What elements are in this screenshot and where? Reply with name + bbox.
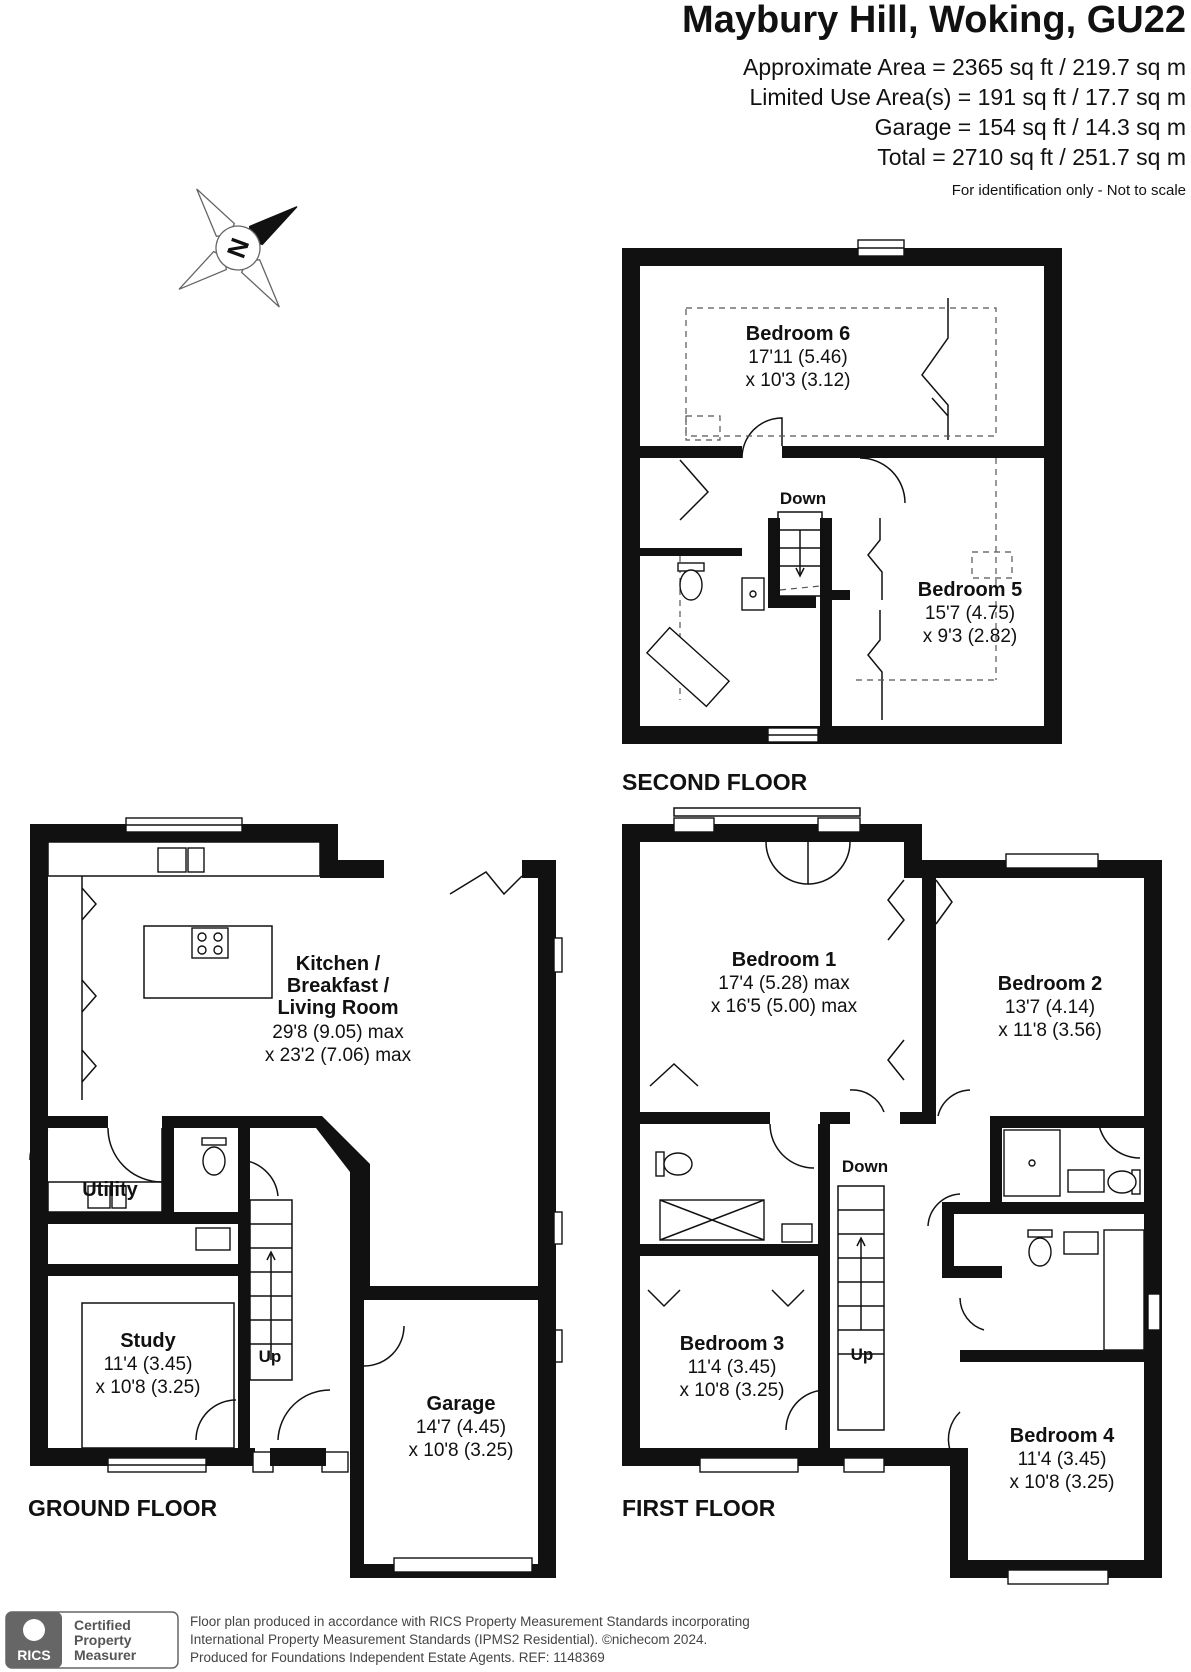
toilet-icon	[677, 562, 705, 601]
bedroom-1-width: x 16'5 (5.00) max	[711, 996, 858, 1017]
first-floor-stair-up-label: Up	[851, 1345, 874, 1364]
bedroom-5-width: x 9'3 (2.82)	[923, 626, 1017, 647]
kitchen-width: x 23'2 (7.06) max	[265, 1045, 412, 1066]
badge-line-1: Certified	[74, 1617, 131, 1633]
scale-note: For identification only - Not to scale	[952, 182, 1186, 199]
kitchen-label-line1: Kitchen /	[296, 953, 381, 975]
footer-line-3: Produced for Foundations Independent Est…	[190, 1650, 605, 1665]
basin-icon	[781, 1223, 813, 1243]
staircase	[249, 1199, 293, 1381]
first-floor-label: FIRST FLOOR	[622, 1495, 776, 1521]
window	[673, 817, 715, 833]
garage-area: Garage = 154 sq ft / 14.3 sq m	[875, 114, 1186, 140]
sink-icon	[157, 847, 187, 873]
study-length: 11'4 (3.45)	[104, 1354, 193, 1375]
study-width: x 10'8 (3.25)	[95, 1377, 200, 1398]
bedroom-6-label: Bedroom 6	[746, 323, 850, 345]
bath-icon	[1103, 1229, 1145, 1351]
kitchen-island	[143, 925, 273, 999]
window	[1005, 853, 1099, 869]
compass-icon: N	[178, 188, 298, 308]
sink-icon	[87, 1185, 111, 1209]
footer-line-2: International Property Measurement Stand…	[190, 1632, 707, 1647]
garage-label: Garage	[427, 1393, 496, 1415]
badge-line-2: Property	[74, 1632, 132, 1648]
bedroom-3-label: Bedroom 3	[680, 1333, 784, 1355]
rics-logo-text: RICS	[17, 1647, 50, 1663]
footer: RICS Certified Property Measurer Floor p…	[5, 1611, 750, 1669]
first-floor-stair-down-label: Down	[842, 1157, 888, 1176]
garage-width: x 10'8 (3.25)	[408, 1440, 513, 1461]
first-floor-plan: Bedroom 1 17'4 (5.28) max x 16'5 (5.00) …	[622, 807, 1162, 1585]
window	[699, 1457, 799, 1473]
ground-floor-plan: Kitchen / Breakfast / Living Room 29'8 (…	[28, 817, 563, 1578]
bedroom-2-width: x 11'8 (3.56)	[998, 1020, 1102, 1041]
toilet-icon	[1107, 1169, 1141, 1195]
toilet-icon	[201, 1137, 227, 1176]
toilet-icon	[1027, 1229, 1053, 1267]
second-floor-stair-down-label: Down	[780, 489, 826, 508]
study-label: Study	[120, 1330, 176, 1352]
basin-icon	[1067, 1169, 1105, 1193]
ground-floor-stair-up-label: Up	[259, 1347, 282, 1366]
bedroom-2-label: Bedroom 2	[998, 973, 1102, 995]
second-floor-label: SECOND FLOOR	[622, 769, 808, 795]
garage-door	[393, 1557, 533, 1573]
staircase	[777, 511, 823, 597]
bedroom-4-length: 11'4 (3.45)	[1018, 1449, 1107, 1470]
bedroom-3-length: 11'4 (3.45)	[688, 1357, 777, 1378]
bedroom-5-label: Bedroom 5	[918, 579, 1022, 601]
kitchen-label-line2: Breakfast /	[287, 975, 390, 997]
basin-icon	[195, 1227, 231, 1251]
bedroom-2-length: 13'7 (4.14)	[1005, 997, 1095, 1018]
hob-icon	[191, 927, 229, 959]
second-floor-plan: Bedroom 6 17'11 (5.46) x 10'3 (3.12) Dow…	[622, 239, 1062, 795]
staircase	[837, 1185, 885, 1431]
rics-badge: RICS Certified Property Measurer	[5, 1611, 179, 1669]
bedroom-3-width: x 10'8 (3.25)	[679, 1380, 784, 1401]
window	[843, 1457, 885, 1473]
kitchen-length: 29'8 (9.05) max	[272, 1022, 404, 1043]
total-area: Total = 2710 sq ft / 251.7 sq m	[877, 144, 1186, 170]
footer-line-1: Floor plan produced in accordance with R…	[190, 1614, 750, 1629]
bedroom-5-length: 15'7 (4.75)	[925, 603, 1015, 624]
garage-length: 14'7 (4.45)	[416, 1417, 506, 1438]
bedroom-1-label: Bedroom 1	[732, 949, 836, 971]
approximate-area: Approximate Area = 2365 sq ft / 219.7 sq…	[743, 54, 1186, 80]
bedroom-4-label: Bedroom 4	[1010, 1425, 1115, 1447]
badge-line-3: Measurer	[74, 1647, 137, 1663]
bedroom-4-width: x 10'8 (3.25)	[1009, 1472, 1114, 1493]
basin-icon	[1063, 1231, 1099, 1255]
utility-label: Utility	[82, 1179, 138, 1201]
toilet-icon	[655, 1151, 693, 1177]
kitchen-label-line3: Living Room	[277, 997, 398, 1019]
header: Maybury Hill, Woking, GU22 Approximate A…	[682, 0, 1186, 199]
bath-icon	[645, 626, 731, 708]
bedroom-6-length: 17'11 (5.46)	[748, 347, 847, 368]
bedroom-1-length: 17'4 (5.28) max	[718, 973, 850, 994]
window	[817, 817, 861, 833]
window	[1007, 1569, 1109, 1585]
bedroom-6-width: x 10'3 (3.12)	[745, 370, 850, 391]
limited-use-area: Limited Use Area(s) = 191 sq ft / 17.7 s…	[749, 84, 1186, 110]
basin-icon	[741, 577, 765, 611]
ground-floor-label: GROUND FLOOR	[28, 1495, 217, 1521]
property-title: Maybury Hill, Woking, GU22	[682, 0, 1186, 41]
rics-logo-icon	[23, 1619, 45, 1641]
